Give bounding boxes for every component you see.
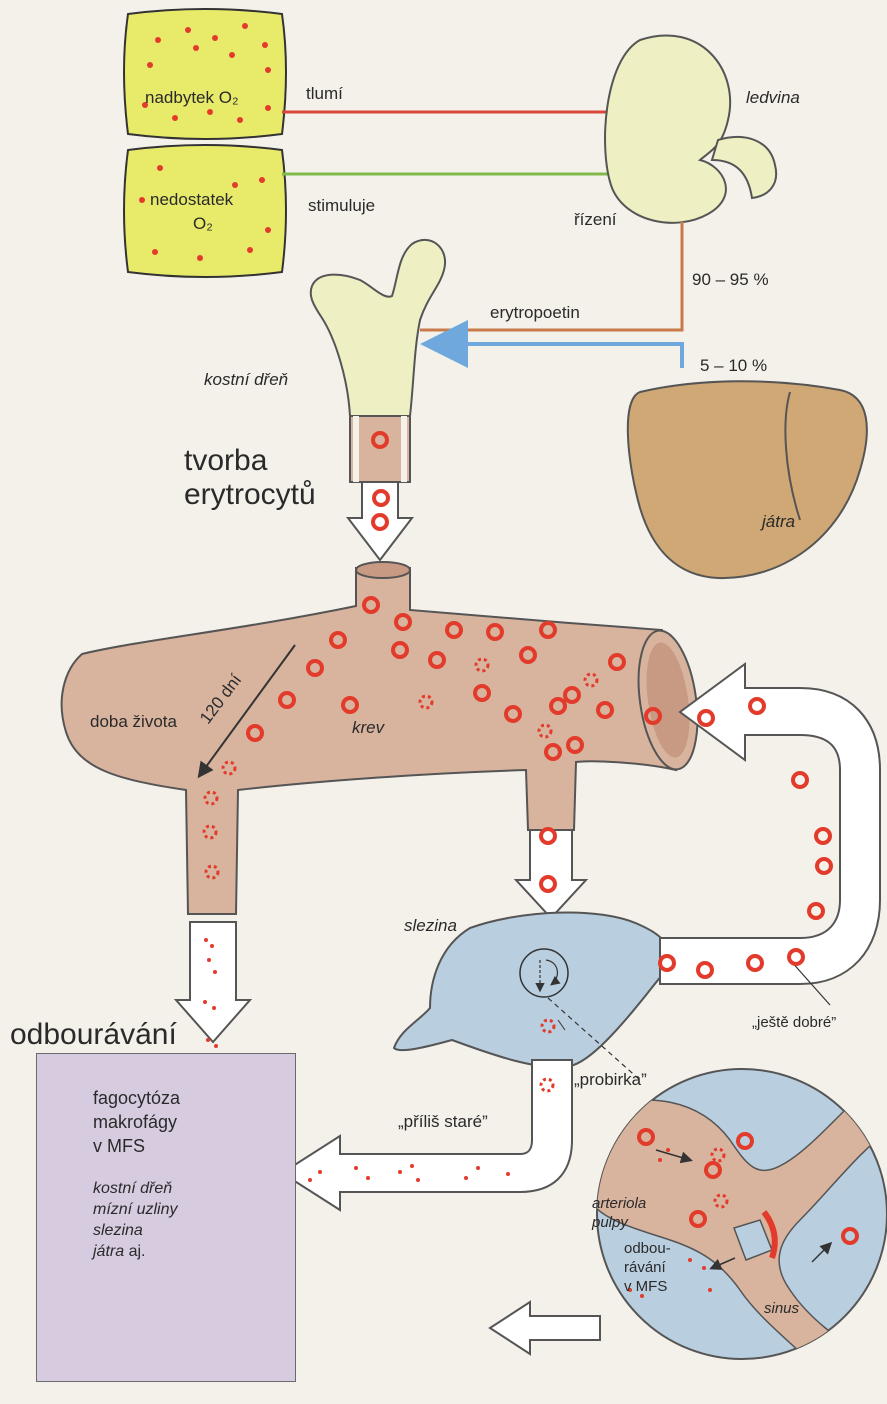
liver-shape (628, 381, 867, 578)
bone-to-blood-arrow (348, 482, 412, 560)
deficit-o2-label-1: nedostatek (150, 190, 233, 210)
mfs-degradation-label-1: odbou- (624, 1240, 671, 1257)
phagocytosis-line-2: makrofágy (93, 1110, 253, 1134)
erythropoietin-label: erytropoetin (490, 303, 580, 323)
mfs-return-arrow (490, 1302, 600, 1354)
excess-o2-box (124, 9, 286, 139)
pulp-magnifier (590, 1069, 887, 1380)
liver-label: játra (762, 512, 795, 532)
site-liver-etc: játra aj. (93, 1241, 263, 1262)
still-good-return-arrow (660, 664, 880, 984)
blood-label: krev (352, 718, 384, 738)
inhibits-label: tlumí (306, 84, 343, 104)
control-label: řízení (574, 210, 617, 230)
stimulates-label: stimuluje (308, 196, 375, 216)
phagocytosis-line-3: v MFS (93, 1134, 253, 1158)
blood-vessel (62, 562, 706, 914)
spleen-label: slezina (404, 916, 457, 936)
arteriole-label-1: arteriola (592, 1195, 646, 1212)
liver-epo-arrow (432, 344, 682, 368)
mfs-degradation-label-3: v MFS (624, 1278, 667, 1295)
spleen-shape (394, 913, 695, 1080)
test-tube-label: „probirka” (574, 1070, 647, 1090)
degradation-label: odbourávání (10, 1018, 177, 1052)
still-good-label: „ještě dobré” (752, 1014, 836, 1031)
mfs-degradation-label-2: rávání (624, 1259, 666, 1276)
site-spleen: slezina (93, 1220, 263, 1241)
bone-marrow-label: kostní dřeň (204, 370, 288, 390)
sinus-label: sinus (764, 1300, 799, 1317)
site-etc: aj. (124, 1243, 145, 1260)
too-old-arrow (282, 1060, 572, 1210)
deficit-o2-box (124, 145, 286, 277)
deficit-o2-label-2: O₂ (193, 214, 213, 234)
site-bone-marrow: kostní dřeň (93, 1178, 263, 1199)
lifespan-label: doba života (90, 712, 177, 732)
phagocytosis-line-1: fagocytóza (93, 1086, 253, 1110)
kidney-percent-label: 90 – 95 % (692, 270, 769, 290)
formation-label-1: tvorba (184, 444, 267, 478)
arteriole-label-2: pulpy (592, 1214, 628, 1231)
macrophage-phagocytosis-box: fagocytóza makrofágy v MFS kostní dřeň m… (36, 1053, 296, 1382)
phagocytosis-text: fagocytóza makrofágy v MFS (93, 1086, 253, 1158)
site-lymph-nodes: mízní uzliny (93, 1199, 263, 1220)
liver-percent-label: 5 – 10 % (700, 356, 767, 376)
kidney-shape (605, 35, 776, 222)
site-liver: játra (93, 1243, 124, 1260)
sites-text: kostní dřeň mízní uzliny slezina játra a… (93, 1178, 263, 1262)
formation-label-2: erytrocytů (184, 478, 316, 512)
degradation-arrow (176, 922, 250, 1042)
kidney-label: ledvina (746, 88, 800, 108)
excess-o2-label: nadbytek O₂ (145, 88, 239, 108)
too-old-label: „příliš staré” (398, 1112, 488, 1132)
